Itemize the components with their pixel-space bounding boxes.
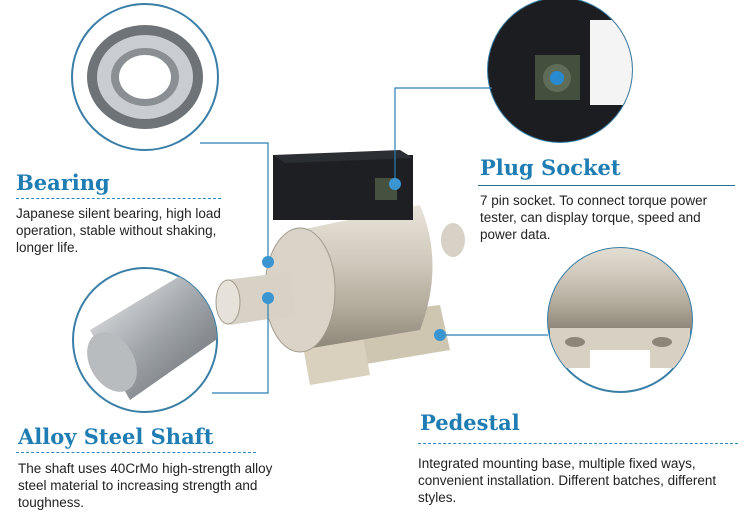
callout-lines (200, 87, 548, 394)
divider (16, 198, 221, 199)
alloy-steel-shaft-title: Alloy Steel Shaft (18, 424, 214, 449)
divider (16, 452, 256, 453)
pedestal-marker-dot (434, 329, 446, 341)
pedestal-closeup (547, 247, 693, 393)
bearing-marker-dot (262, 256, 274, 268)
divider (418, 443, 738, 444)
plug-socket-title: Plug Socket (480, 155, 621, 180)
plug-socket-closeup (487, 0, 633, 143)
shaft-marker-dot (262, 292, 274, 304)
shaft-closeup (72, 267, 218, 413)
alloy-steel-shaft-description: The shaft uses 40CrMo high-strength allo… (18, 461, 273, 510)
bearing-closeup (71, 3, 219, 151)
plug-socket-description: 7 pin socket. To connect torque power te… (480, 193, 708, 242)
torque-sensor-product (215, 150, 465, 385)
pedestal-description: Integrated mounting base, multiple fixed… (418, 456, 717, 505)
divider (478, 185, 735, 186)
pedestal-title: Pedestal (420, 410, 520, 435)
plug-marker-dot (389, 178, 401, 190)
bearing-title: Bearing (16, 170, 110, 195)
bearing-description: Japanese silent bearing, high load opera… (16, 206, 221, 255)
